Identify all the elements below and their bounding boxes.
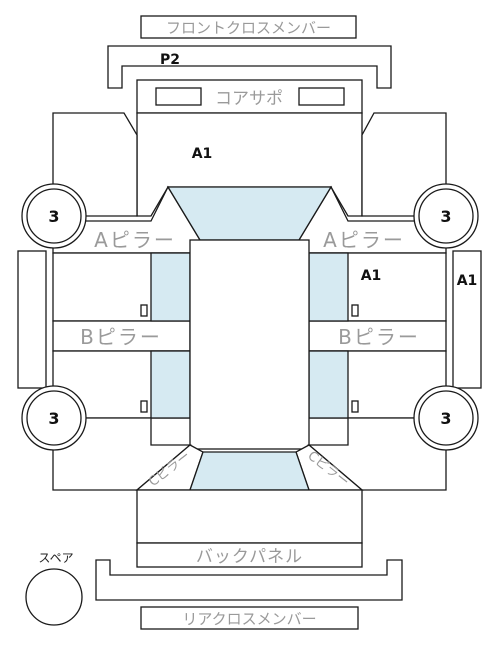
door-handle-rear-left bbox=[140, 400, 148, 413]
door-handle-front-right bbox=[351, 304, 359, 317]
rear-cross-member-label: リアクロスメンバー bbox=[182, 610, 316, 628]
roof bbox=[189, 239, 310, 450]
front-bumper-mark: P2 bbox=[160, 52, 180, 68]
rear-bumper bbox=[95, 559, 403, 601]
wheel-front-right: 3 bbox=[413, 183, 479, 249]
wheel-rear-right-mark: 3 bbox=[440, 409, 451, 428]
door-handle-rear-right bbox=[351, 400, 359, 413]
b-pillar-right bbox=[308, 320, 447, 352]
back-panel bbox=[136, 542, 363, 568]
hood-mark: A1 bbox=[192, 146, 213, 162]
rocker-panel-left bbox=[17, 250, 47, 389]
wheel-rear-left-mark: 3 bbox=[48, 409, 59, 428]
wheel-front-left-mark: 3 bbox=[48, 207, 59, 226]
headlight-right bbox=[298, 87, 345, 106]
b-pillar-right-label: Bピラー bbox=[338, 325, 420, 349]
a-pillar-right-label: Aピラー bbox=[323, 228, 405, 252]
rear-window-right bbox=[308, 350, 349, 419]
rear-window-left bbox=[150, 350, 191, 419]
rear-window bbox=[189, 451, 310, 491]
trunk bbox=[136, 489, 363, 544]
wheel-front-right-mark: 3 bbox=[440, 207, 451, 226]
wheel-rear-left: 3 bbox=[21, 385, 87, 451]
front-fender-right bbox=[361, 112, 447, 217]
core-support-label: コアサポ bbox=[215, 89, 283, 109]
front-window-right bbox=[308, 252, 349, 322]
a-pillar-left-label: Aピラー bbox=[94, 228, 176, 252]
headlight-left bbox=[155, 87, 202, 106]
door-handle-front-left bbox=[140, 304, 148, 317]
front-cross-member-label: フロントクロスメンバー bbox=[166, 19, 331, 37]
b-pillar-left-label: Bピラー bbox=[80, 325, 162, 349]
wheel-rear-right: 3 bbox=[413, 385, 479, 451]
front-window-left bbox=[150, 252, 191, 322]
front-bumper bbox=[107, 45, 392, 89]
rocker-panel-right-mark: A1 bbox=[457, 273, 478, 289]
wheel-front-left: 3 bbox=[21, 183, 87, 249]
spare-tire-label: スペア bbox=[38, 551, 73, 565]
back-panel-label: バックパネル bbox=[196, 547, 303, 567]
spare-tire bbox=[25, 568, 83, 626]
rocker-panel-right bbox=[452, 250, 482, 389]
b-pillar-left bbox=[52, 320, 191, 352]
front-door-right-mark: A1 bbox=[361, 268, 382, 284]
rear-cross-member bbox=[140, 606, 359, 630]
front-cross-member bbox=[140, 15, 357, 39]
